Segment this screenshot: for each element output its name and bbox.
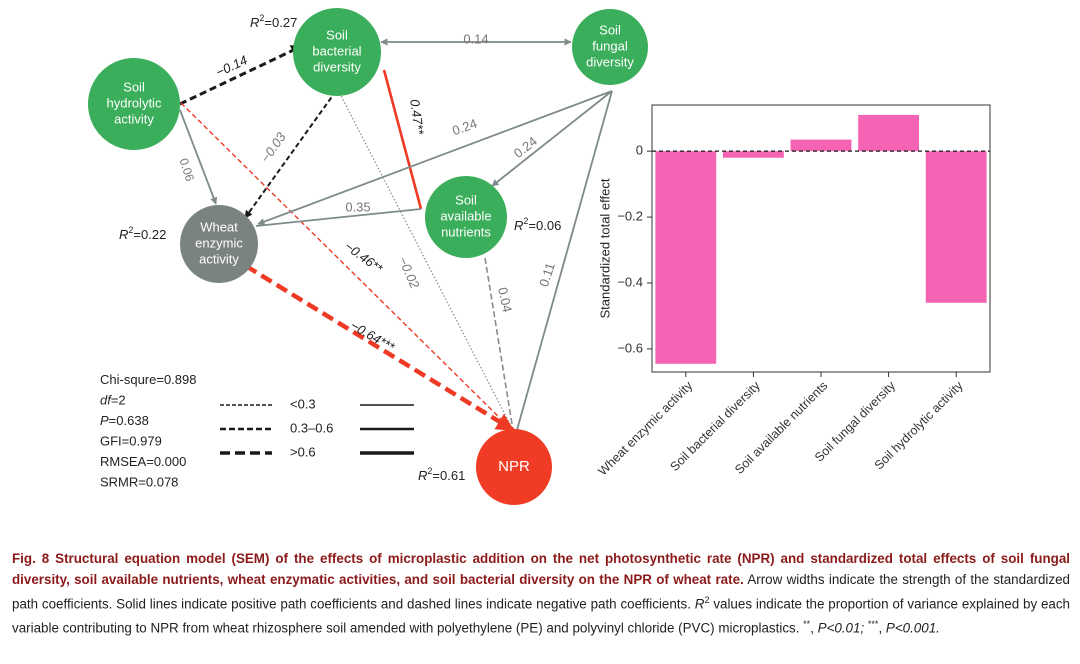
caption-body-2: values indicate the proportion of varian… xyxy=(12,596,1071,636)
path-fungal-to-wheat xyxy=(257,90,613,226)
r2-npr: R2=0.61 xyxy=(418,466,465,483)
node-npr: NPR xyxy=(476,429,552,505)
figure-caption: Fig. 8 Structural equation model (SEM) o… xyxy=(12,551,1071,636)
path-coefficient-label: 0.06 xyxy=(177,156,198,183)
caption-sig-1-stars: ** xyxy=(803,619,811,630)
node-bacterial-label: diversity xyxy=(313,59,361,74)
r2-nutrients: R2=0.06 xyxy=(514,216,561,233)
path-bacterial-to-npr xyxy=(337,89,514,431)
node-nutrients-label: Soil xyxy=(455,192,477,207)
node-bacterial-label: bacterial xyxy=(312,43,361,58)
path-nutrients-to-bacterial xyxy=(382,69,423,210)
path-coefficient-label: −0.64*** xyxy=(348,318,398,355)
path-fungal-to-npr xyxy=(516,90,613,431)
caption-sig-2: P<0.001. xyxy=(885,620,940,636)
node-hydrolytic-label: Soil xyxy=(123,79,145,94)
node-npr-label: NPR xyxy=(498,458,530,475)
fit-srmr: SRMR=0.078 xyxy=(100,475,178,490)
node-wheat-label: Wheat xyxy=(200,219,238,234)
r2-wheat: R2=0.22 xyxy=(119,225,166,242)
node-wheat-circle xyxy=(180,205,258,283)
fit-chisqure: Chi-squre=0.898 xyxy=(100,372,196,387)
legend-range-label: >0.6 xyxy=(290,444,316,459)
bar-0 xyxy=(655,151,717,364)
figure-canvas: −0.14 0.06 −0.46** 0.14 −0.03 −0.02 0.47** 0.24… xyxy=(88,8,991,505)
path-coefficient-label: 0.35 xyxy=(345,199,370,214)
y-tick-label: −0.4 xyxy=(617,274,643,289)
path-width-legend: <0.3 0.3–0.6 >0.6 xyxy=(220,396,414,459)
y-tick-label: 0 xyxy=(636,143,643,158)
bar-4 xyxy=(925,151,987,303)
legend-range-label: <0.3 xyxy=(290,396,316,411)
path-coefficient-label: 0.11 xyxy=(536,261,558,289)
node-hydrolytic-circle xyxy=(88,58,180,150)
node-nutrients-circle xyxy=(425,176,507,258)
node-wheat-label: activity xyxy=(199,251,239,266)
y-tick-label: −0.2 xyxy=(617,209,643,224)
path-coefficient-label: −0.02 xyxy=(395,254,422,291)
caption-lead: Fig. 8 Structural equation model (SEM) o… xyxy=(12,551,1070,587)
node-fungal-label: diversity xyxy=(586,54,634,69)
node-hydrolytic-label: activity xyxy=(114,111,154,126)
fit-gfi: GFI=0.979 xyxy=(100,434,162,449)
node-wheat-label: enzymic xyxy=(195,235,243,250)
sem-paths xyxy=(179,38,613,432)
path-coefficient-label: −0.14 xyxy=(213,52,249,80)
r2-bacterial: R2=0.27 xyxy=(250,13,297,30)
path-wheat-to-npr xyxy=(244,264,515,432)
node-bacterial-label: Soil xyxy=(326,27,348,42)
caption-body-1: Arrow widths indicate the strength of th… xyxy=(12,572,1071,612)
fit-p: P=0.638 xyxy=(100,413,149,428)
sem-nodes: SoilhydrolyticactivitySoilbacterialdiver… xyxy=(88,8,648,505)
path-fungal-to-nutrients xyxy=(491,90,613,187)
legend-range-label: 0.3–0.6 xyxy=(290,420,333,435)
path-coefficient-label: 0.24 xyxy=(511,133,540,160)
path-hydrolytic-to-bacterial xyxy=(179,44,304,106)
node-fungal-label: Soil xyxy=(599,22,621,37)
fit-rmsea: RMSEA=0.000 xyxy=(100,454,186,469)
node-nutrients-label: available xyxy=(440,208,491,223)
caption-r2-symbol: R xyxy=(694,596,705,612)
path-hydrolytic-to-wheat xyxy=(179,109,218,205)
path-coefficient-label: 0.24 xyxy=(450,116,479,139)
path-coefficient-label: −0.03 xyxy=(258,129,290,165)
node-bacterial-circle xyxy=(293,8,381,96)
y-tick-label: −0.6 xyxy=(617,340,643,355)
path-coefficient-label: 0.04 xyxy=(495,286,515,314)
path-nutrients-to-wheat xyxy=(255,208,422,227)
sem-diagram: −0.14 0.06 −0.46** 0.14 −0.03 −0.02 0.47** 0.24… xyxy=(88,8,648,505)
path-coefficient-label: 0.14 xyxy=(463,31,488,46)
caption-r2-sup: 2 xyxy=(704,595,710,605)
bar-3 xyxy=(858,114,920,152)
bar-2 xyxy=(790,139,852,152)
path-hydrolytic-to-npr xyxy=(180,102,513,431)
node-hydrolytic-label: hydrolytic xyxy=(107,95,162,110)
fit-df: df=2 xyxy=(100,393,126,408)
node-npr-circle xyxy=(476,429,552,505)
node-nutrients-label: nutrients xyxy=(441,224,491,239)
path-nutrients-to-npr xyxy=(484,257,514,431)
path-coefficient-label: −0.46** xyxy=(342,238,386,276)
bar-1 xyxy=(722,151,784,158)
caption-sig-1: P<0.01; xyxy=(817,620,865,636)
path-bacterial-to-wheat xyxy=(244,90,337,219)
node-fungal-label: fungal xyxy=(592,38,628,53)
path-coefficient-label: 0.47** xyxy=(407,98,427,136)
node-fungal-circle xyxy=(572,9,648,85)
caption-sig-2-stars: *** xyxy=(867,619,879,630)
y-axis-label: Standardized total effect xyxy=(597,178,612,318)
model-fit-stats: Chi-squre=0.898 df=2P=0.638GFI=0.979RMSEA… xyxy=(100,372,196,490)
